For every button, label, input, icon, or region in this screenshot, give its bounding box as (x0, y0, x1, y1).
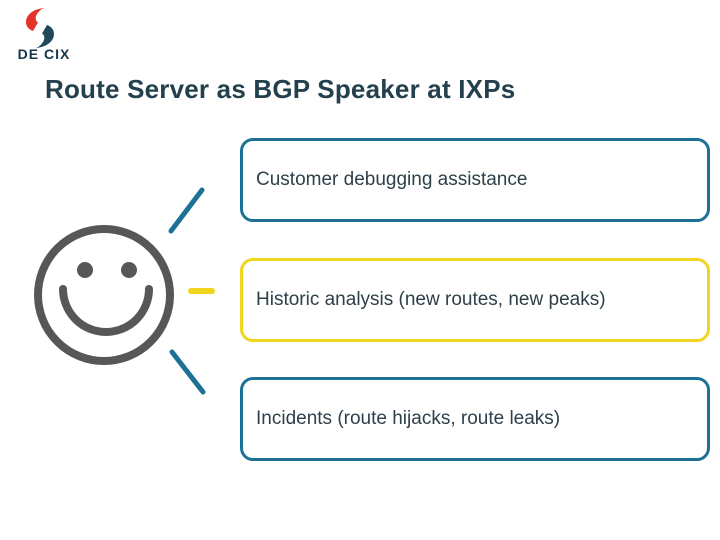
decix-logo: DE CIX (8, 4, 80, 62)
box-historic-analysis-label: Historic analysis (new routes, new peaks… (256, 289, 606, 310)
connector-line-bottom (169, 349, 206, 395)
smiley-mouth (59, 285, 153, 336)
smiley-head (34, 225, 174, 365)
smiley-face-icon (34, 225, 174, 365)
box-incidents-label: Incidents (route hijacks, route leaks) (256, 408, 561, 429)
decix-logo-icon (26, 8, 54, 48)
slide-title: Route Server as BGP Speaker at IXPs (45, 74, 516, 104)
box-historic-analysis: Historic analysis (new routes, new peaks… (240, 258, 710, 342)
box-customer-debugging: Customer debugging assistance (240, 138, 710, 222)
box-customer-debugging-label: Customer debugging assistance (256, 169, 528, 190)
connector-line-top (168, 187, 205, 234)
smiley-right-eye (121, 262, 137, 278)
box-incidents: Incidents (route hijacks, route leaks) (240, 377, 710, 461)
logo-dark-swoosh-icon (36, 25, 54, 48)
smiley-left-eye (77, 262, 93, 278)
decix-logo-text: DE CIX (17, 46, 71, 62)
logo-red-swoosh-icon (26, 8, 44, 31)
